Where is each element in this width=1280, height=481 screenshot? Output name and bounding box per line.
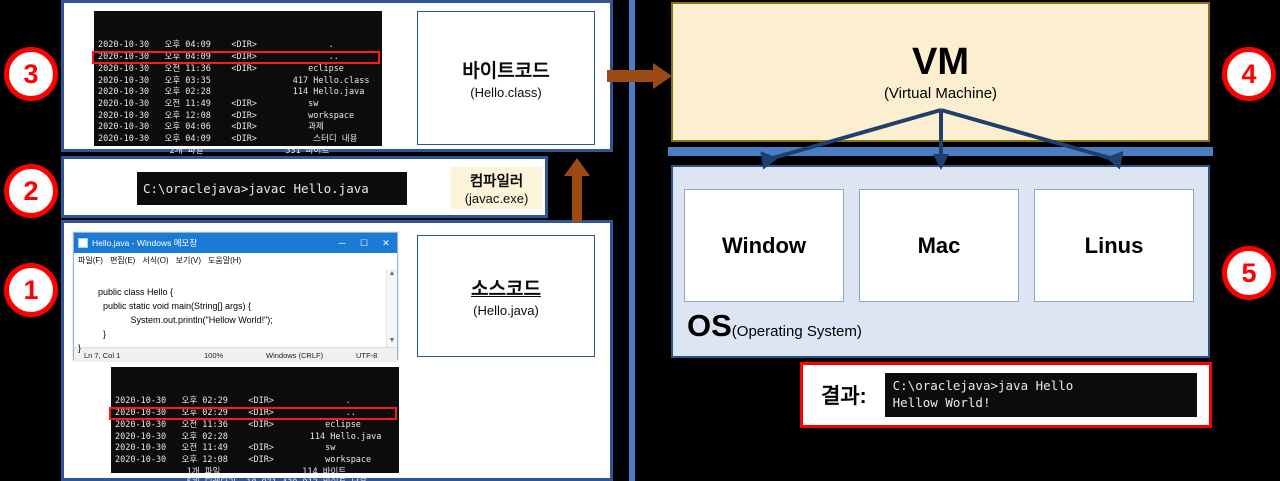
result-box: 결과: C:\oraclejava>java Hello Hellow Worl… [800,362,1212,428]
terminal-line: 2020-10-30 오후 02:29 <DIR> . [115,396,351,407]
menu-item-view[interactable]: 보기(V) [175,256,201,265]
os-label-small: (Operating System) [731,323,862,340]
run-right-arrow-icon [607,63,672,89]
close-icon[interactable]: ✕ [382,237,390,248]
terminal-line: 2020-10-30 오후 04:09 <DIR> . [98,40,334,51]
sourcecode-terminal: 2020-10-30 오후 02:29 <DIR> .2020-10-30 오후… [109,367,399,481]
compiler-label-main: 컴파일러 [469,174,524,190]
result-label: 결과: [821,385,867,408]
status-encoding: UTF-8 [356,350,378,360]
notepad-window[interactable]: Hello.java - Windows 메모장 ─ ☐ ✕ 파일(F) 편집(… [73,232,398,362]
notepad-code-text: public class Hello { public static void … [78,286,273,353]
terminal-line: 2020-10-30 오후 12:08 <DIR> workspace [98,110,355,121]
sourcecode-label-sub: (Hello.java) [473,303,539,318]
step-badge-1: 1 [4,263,58,317]
bytecode-panel: 2020-10-30 오후 04:09 <DIR> .2020-10-30 오후… [61,0,613,167]
bytecode-label-sub: (Hello.class) [470,85,542,100]
step-badge-2: 2 [4,164,58,218]
os-tile-linus[interactable]: Linus [1034,189,1194,302]
notepad-scrollbar[interactable]: ▲ ▼ [386,269,397,347]
bytecode-terminal-lines: 2020-10-30 오후 04:09 <DIR> .2020-10-30 오후… [98,40,378,169]
status-zoom-level: 100% [204,350,224,360]
terminal-line: 2020-10-30 오후 03:35 417 Hello.class [98,75,370,86]
terminal-line: 1개 파일 114 바이트 [115,466,347,477]
terminal-line: 2020-10-30 오전 11:49 <DIR> sw [115,443,336,454]
vm-to-os-arrows-icon [760,108,1124,170]
step-badge-5: 5 [1222,246,1276,300]
step-badge-2-number: 2 [23,175,39,206]
step-badge-3-number: 3 [23,58,39,89]
os-tile-window[interactable]: Window [684,189,844,302]
step-badge-4-number: 4 [1241,58,1257,89]
notepad-app-icon [78,238,88,248]
vm-title: VM [912,40,969,83]
maximize-icon[interactable]: ☐ [359,237,369,248]
compiler-command-terminal: C:\oraclejava>javac Hello.java [137,172,407,205]
os-tile-mac[interactable]: Mac [859,189,1019,302]
terminal-line: 2020-10-30 오후 02:28 114 Hello.java [115,431,382,442]
terminal-line: 2020-10-30 오후 02:29 <DIR> .. [115,408,356,419]
terminal-line: 2020-10-30 오전 11:36 <DIR> eclipse [115,419,361,430]
compiler-panel: C:\oraclejava>javac Hello.java 컴파일러 (jav… [61,156,548,218]
terminal-line: 2개 파일 531 바이트 [98,145,330,156]
bytecode-label-box: 바이트코드 (Hello.class) [417,11,595,145]
notepad-title-text: Hello.java - Windows 메모장 [92,238,198,248]
os-box: Window Mac Linus OS (Operating System) [671,165,1210,358]
step-badge-4: 4 [1222,47,1276,101]
menu-item-help[interactable]: 도움말(H) [208,256,242,265]
vm-subtitle: (Virtual Machine) [883,84,998,102]
bytecode-label-main: 바이트코드 [462,61,550,82]
result-terminal: C:\oraclejava>java Hello Hellow World! [884,373,1197,417]
step-badge-1-number: 1 [23,274,39,305]
sourcecode-panel: Hello.java - Windows 메모장 ─ ☐ ✕ 파일(F) 편집(… [61,220,613,481]
status-cursor-position: Ln 7, Col 1 [84,350,121,360]
notepad-titlebar[interactable]: Hello.java - Windows 메모장 ─ ☐ ✕ [74,233,397,253]
notepad-window-controls: ─ ☐ ✕ [331,238,397,249]
terminal-line: 2020-10-30 오후 04:09 <DIR> 스터디 내용 [98,134,358,145]
vertical-divider [629,0,635,481]
terminal-line: 2020-10-30 오후 04:09 <DIR> .. [98,52,339,63]
scroll-up-arrow-icon[interactable]: ▲ [388,270,396,277]
sourcecode-label-box: 소스코드 (Hello.java) [417,235,595,357]
os-label-big: OS [687,308,732,343]
os-label: OS (Operating System) [687,310,862,341]
os-tile-window-label: Window [721,232,807,258]
menu-item-format[interactable]: 서식(O) [142,256,169,265]
step-badge-5-number: 5 [1241,257,1257,288]
scroll-down-arrow-icon[interactable]: ▼ [388,337,396,345]
os-tile-mac-label: Mac [917,232,961,258]
compiler-label-sub: (javac.exe) [464,191,529,206]
minimize-icon[interactable]: ─ [338,238,346,248]
notepad-statusbar: Ln 7, Col 1 100% Windows (CRLF) UTF-8 [74,347,397,362]
compiler-label-box: 컴파일러 (javac.exe) [451,167,542,209]
bytecode-terminal: 2020-10-30 오후 04:09 <DIR> .2020-10-30 오후… [92,11,382,167]
terminal-line: 5개 디렉터리 18,971,430,912 바이트 남음 [115,478,395,481]
sourcecode-label-main: 소스코드 [471,279,541,300]
os-tile-linus-label: Linus [1084,232,1144,258]
menu-item-file[interactable]: 파일(F) [78,256,103,265]
terminal-line: 2020-10-30 오후 12:08 <DIR> workspace [115,454,372,465]
step-badge-3: 3 [4,47,58,101]
terminal-line: 2020-10-30 오전 11:49 <DIR> sw [98,98,319,109]
notepad-text-area[interactable]: public class Hello { public static void … [74,269,397,353]
terminal-line: 2020-10-30 오후 02:28 114 Hello.java [98,87,365,98]
terminal-line: 2020-10-30 오후 04:06 <DIR> 과제 [98,122,324,133]
terminal-line: 2020-10-30 오전 11:36 <DIR> eclipse [98,63,344,74]
menu-item-edit[interactable]: 편집(E) [109,256,136,265]
compile-up-arrow-icon [564,158,590,222]
sourcecode-terminal-lines: 2020-10-30 오후 02:29 <DIR> .2020-10-30 오후… [115,396,395,481]
status-line-ending: Windows (CRLF) [266,350,324,360]
notepad-menubar: 파일(F) 편집(E) 서식(O) 보기(V) 도움말(H) [74,253,397,269]
